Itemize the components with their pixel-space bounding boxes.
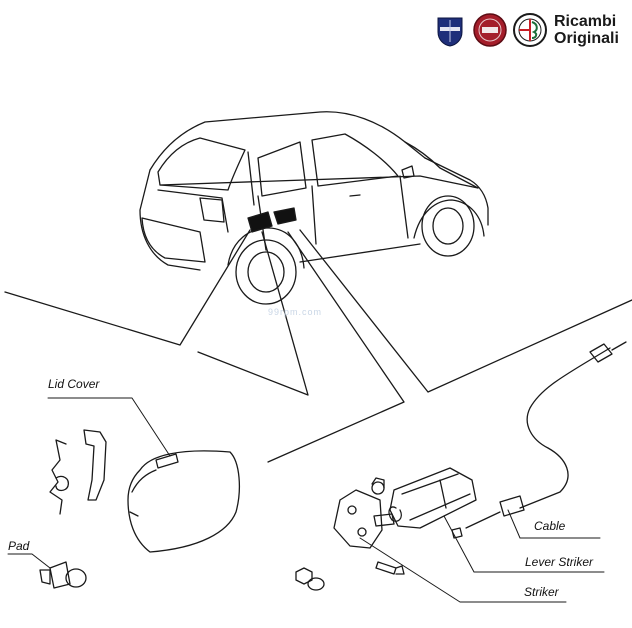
lid-hinge-bracket [83,429,107,501]
lever-striker-body [389,467,477,529]
pad-leader [7,553,51,569]
striker-bracket-hole-2 [357,527,367,537]
callout-left-outer [4,229,251,346]
lid-cover-edge [129,469,157,517]
fiat-logo [472,12,508,48]
striker-bracket-hole [347,505,357,515]
car-front-wheel [421,195,475,257]
car-tailgate-line [157,189,229,233]
lever-striker-leader [443,515,605,573]
car-front-hub [432,207,464,245]
lid-spring-clip [49,439,67,515]
lid-cover-part [49,429,240,553]
car-pillar-line [247,151,255,206]
striker-washer [307,577,325,591]
car-body-side [139,169,201,271]
brand-line-2: Originali [554,30,619,47]
label-lever-striker: Lever Striker [525,555,594,569]
lid-spring-clip-eye [55,475,69,492]
pad-stem [39,569,51,585]
lid-cover-leader [47,397,171,457]
car-rear-window [157,137,246,191]
brand-title: Ricambi Originali [554,13,619,47]
callout-right-inner [267,231,405,463]
cable-line [519,347,611,509]
car-sill [299,243,421,263]
label-pad: Pad [8,539,30,553]
striker-bracket [333,489,383,549]
car-rear-hub [247,251,285,293]
label-striker: Striker [524,585,559,599]
fuel-lid-area [247,211,273,233]
car-front-arch [413,199,485,239]
lever-striker-ridge [401,473,471,521]
fuel-lid-area-2 [273,207,297,225]
car-windscreen [404,141,479,189]
cable-connector [589,343,613,363]
leader-lines [7,397,605,603]
lever-striker-cable-end [451,527,463,539]
callout-left-inner [197,231,309,396]
car-rear-bumper [141,217,206,263]
callout-right-outer [299,229,632,393]
car-beltline [159,175,479,189]
label-cable: Cable [534,519,566,533]
striker-assembly [295,467,477,591]
lever-striker-plunger [388,506,402,522]
cable-part [465,341,627,529]
car-roof [149,111,426,171]
car-side-window-front [311,133,399,187]
lancia-logo [432,12,468,48]
brand-line-1: Ricambi [554,13,617,30]
cable-sleeve [499,495,525,517]
striker-bolt [375,561,405,575]
cable-leader [507,509,601,539]
car-side-window-rear [257,141,307,197]
striker-leader [359,537,567,603]
lever-striker-screw-top [371,481,385,495]
car-door-handle [349,194,361,197]
car-tail-lamp [199,197,225,223]
striker-pin [373,513,395,527]
lever-striker-screw-head [371,477,385,489]
pad-head [65,568,87,588]
cable-tip [611,341,627,351]
cable-inner [465,511,501,529]
lid-cover-hinge [155,453,179,469]
brand-header: Ricambi Originali [432,12,628,50]
car-bonnet [424,157,489,226]
pad-body [49,561,71,589]
watermark: 99rpm.com [268,307,323,317]
pad-part [39,561,87,589]
label-lid-cover: Lid Cover [48,377,100,391]
alfa-romeo-logo [512,12,548,48]
callout-lines [4,229,632,463]
lid-cover-panel [127,450,240,553]
striker-nut [295,567,313,585]
car-rear-wheel [235,239,297,305]
car-illustration [139,111,489,305]
car-mirror [401,165,415,179]
